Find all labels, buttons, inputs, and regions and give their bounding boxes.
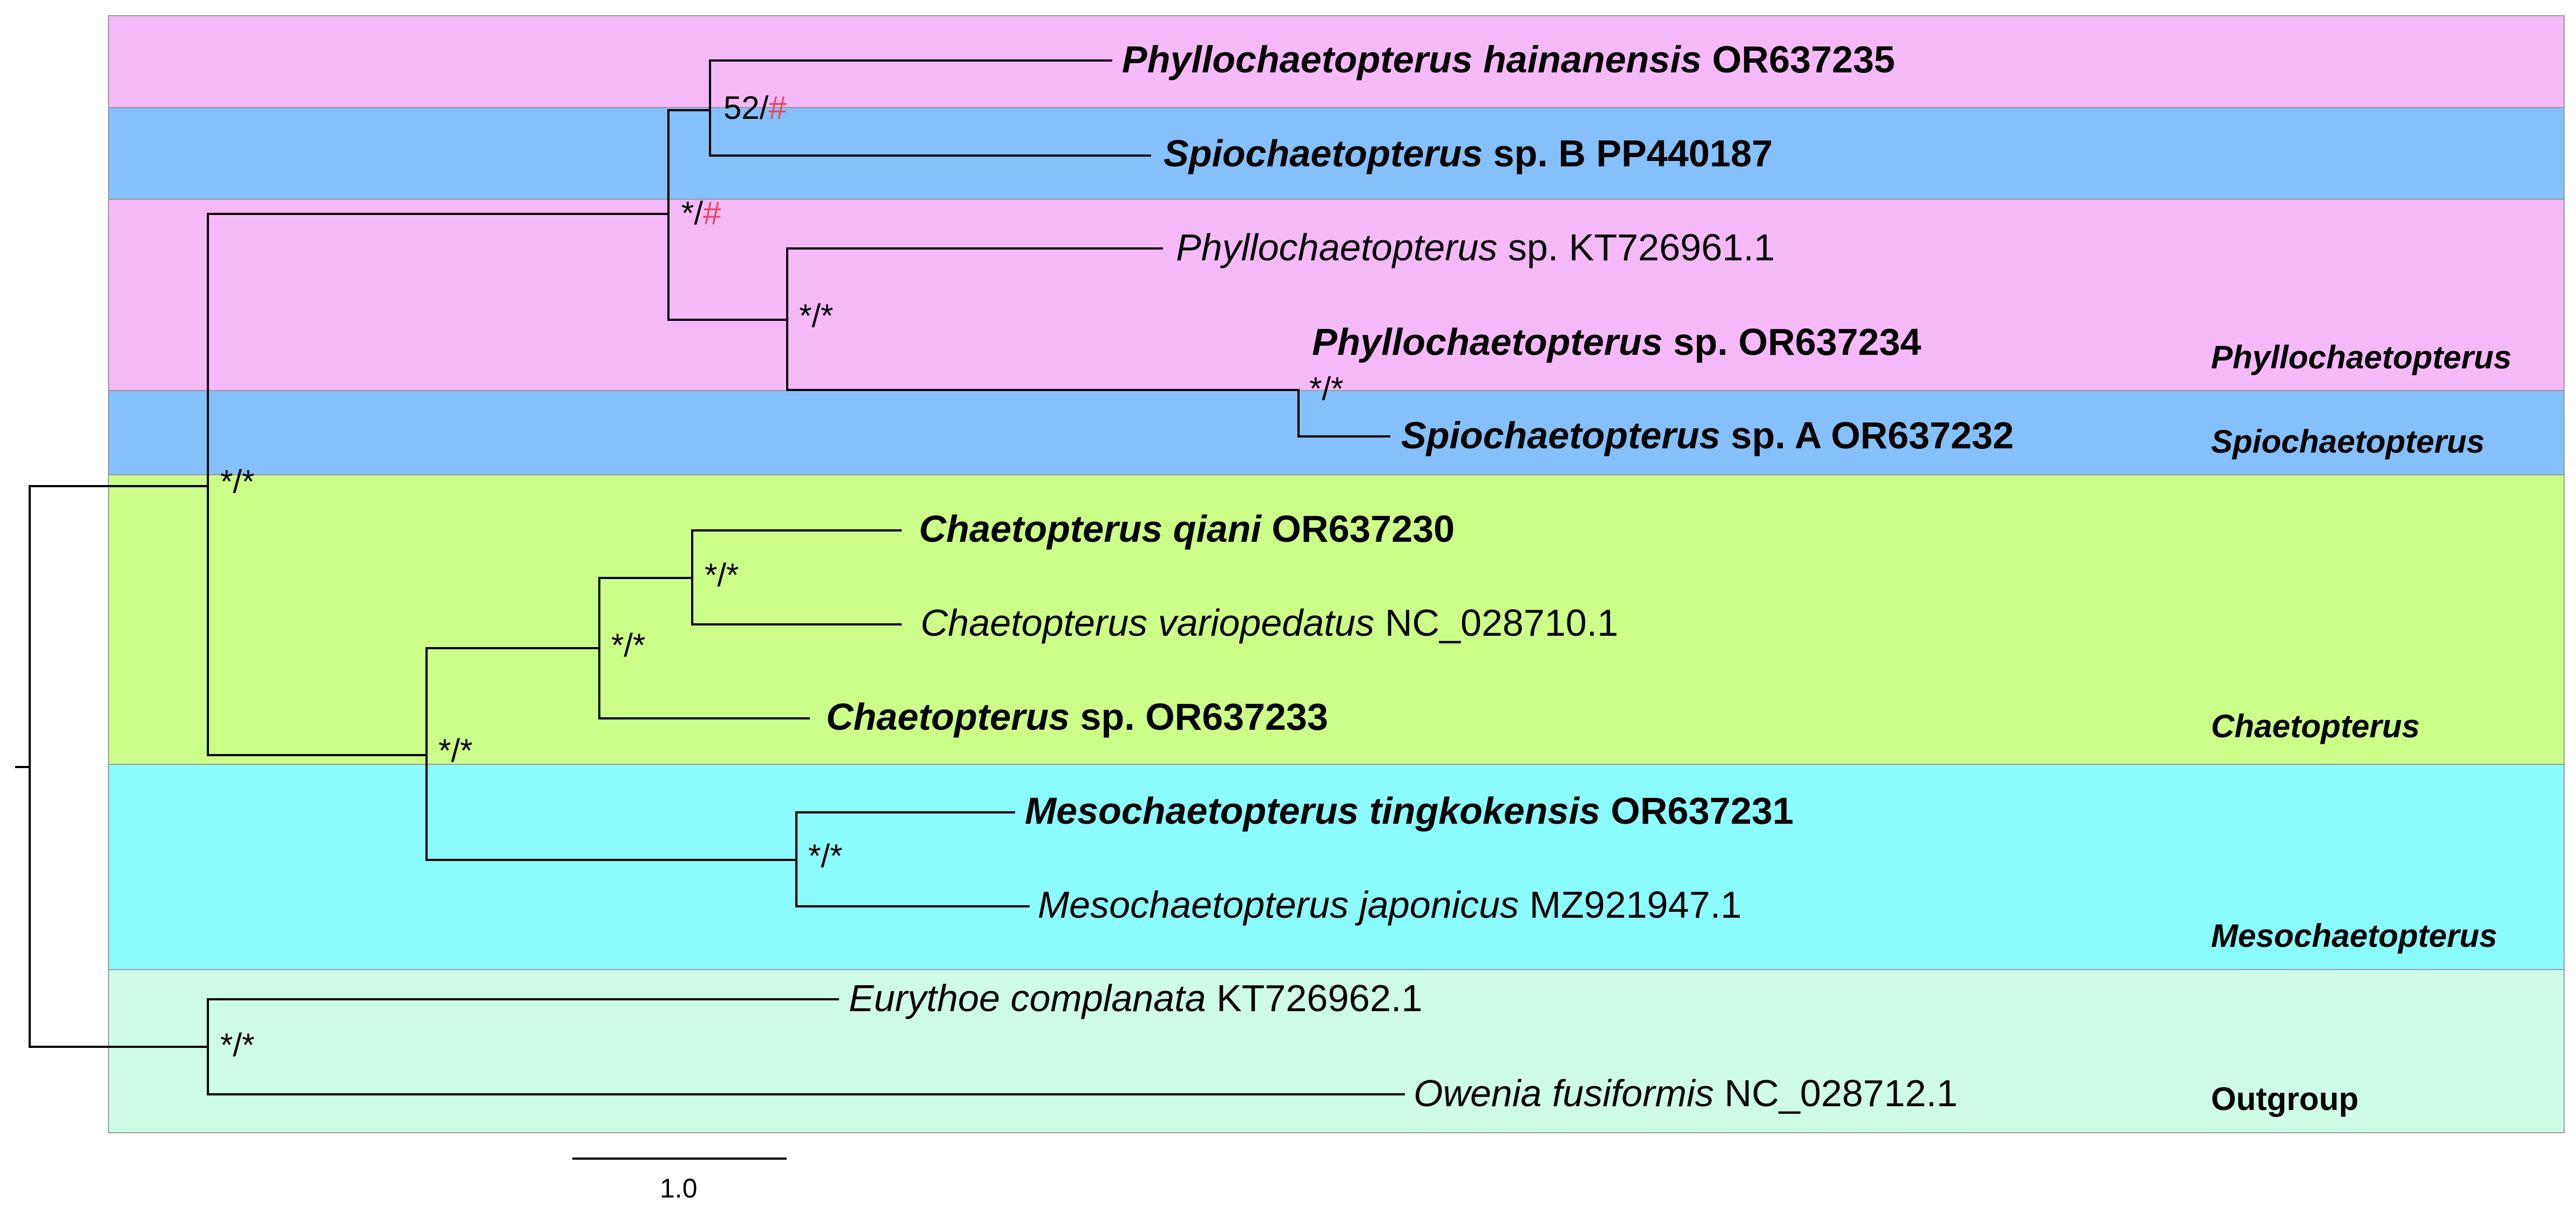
tip-label: Chaetopterus variopedatus NC_028710.1 [921,602,1618,644]
tip-label: Owenia fusiformis NC_028712.1 [1414,1072,1958,1114]
support-value: */# [681,195,721,231]
band-spiochaetopterus-b [108,107,2565,200]
tip-label: Phyllochaetopterus sp. OR637234 [1312,321,1922,363]
tip-label: Mesochaetopterus tingkokensis OR637231 [1025,790,1794,832]
band-phyllochaetopterus-top [108,15,2565,108]
group-label-outgroup: Outgroup [2211,1081,2359,1117]
tip-label: Phyllochaetopterus sp. KT726961.1 [1176,226,1775,268]
support-value: */* [808,838,843,874]
support-value: */* [705,557,739,593]
support-value: */* [1309,371,1344,407]
support-value: */* [611,627,646,663]
band-chaetopterus [108,474,2565,765]
support-value: 52/# [724,90,787,126]
support-value: */* [220,1027,255,1063]
group-label-chaetopterus: Chaetopterus [2211,708,2420,744]
band-mesochaetopterus [108,764,2565,970]
support-value: */* [799,298,834,334]
band-spiochaetopterus-a [108,390,2565,475]
tip-label: Spiochaetopterus sp. B PP440187 [1164,132,1773,174]
group-label-spiochaetopterus: Spiochaetopterus [2211,423,2485,460]
band-outgroup [108,969,2565,1133]
group-label-mesochaetopterus: Mesochaetopterus [2211,918,2498,954]
tip-label: Mesochaetopterus japonicus MZ921947.1 [1038,884,1742,926]
tip-label: Chaetopterus sp. OR637233 [826,696,1328,738]
tip-label: Chaetopterus qiani OR637230 [919,508,1455,550]
tip-label: Phyllochaetopterus hainanensis OR637235 [1122,38,1895,80]
support-value: */* [220,463,255,500]
scale-bar-label: 1.0 [660,1173,698,1203]
tip-label: Eurythoe complanata KT726962.1 [849,977,1423,1019]
group-label-phyllochaetopterus: Phyllochaetopterus [2211,339,2512,375]
tip-label: Spiochaetopterus sp. A OR637232 [1401,414,2014,456]
support-value: */* [438,732,473,769]
